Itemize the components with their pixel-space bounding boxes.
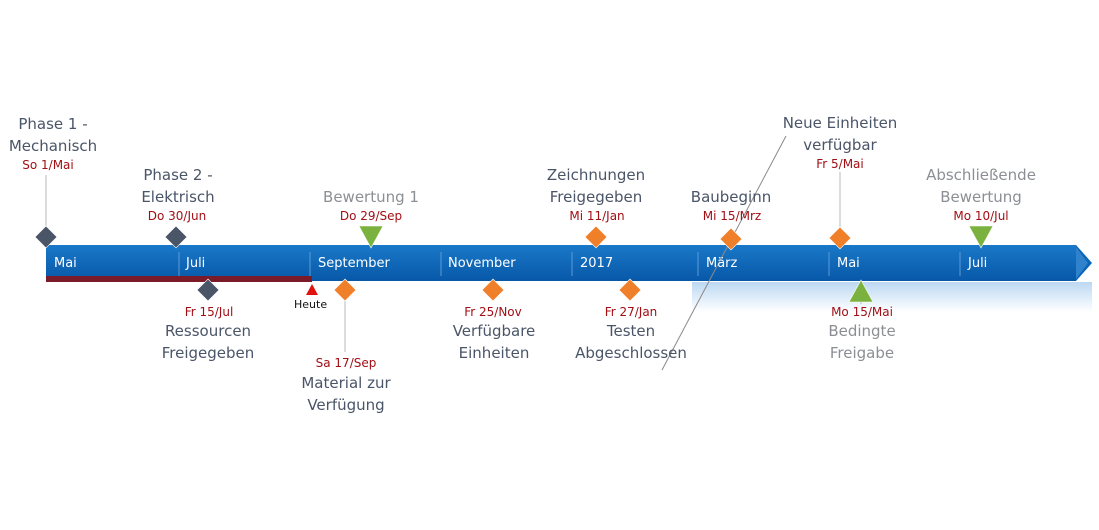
milestone-date-testen: Fr 27/Jan (604, 305, 658, 319)
milestone-marker-bewertung1-icon (358, 225, 384, 249)
milestone-title-abschliessende: Abschließende Bewertung (926, 166, 1036, 206)
milestone-marker-einheiten-icon (481, 278, 505, 302)
milestone-title-einheiten: Verfügbare Einheiten (452, 322, 536, 362)
milestone-date-baubeginn: Mi 15/Mrz (702, 209, 762, 223)
month-label-maerz: März (706, 256, 738, 271)
milestone-title-baubeginn: Baubeginn (690, 188, 772, 206)
milestone-title-material: Material zur Verfügung (301, 374, 391, 414)
milestone-marker-material-icon (333, 278, 357, 302)
month-separators (178, 252, 961, 276)
milestone-marker-testen-icon (618, 278, 642, 302)
milestone-date-bewertung1: Do 29/Sep (339, 209, 403, 223)
milestone-marker-abschliessende-icon (968, 225, 994, 249)
milestone-date-neue: Fr 5/Mai (816, 157, 864, 171)
milestone-title-testen: Testen Abgeschlossen (575, 322, 687, 362)
milestone-marker-phase1-icon (34, 225, 58, 249)
future-shade (692, 282, 1092, 312)
milestone-date-phase2: Do 30/Jun (147, 209, 207, 223)
milestone-markers (34, 225, 994, 303)
progress-bar (46, 276, 312, 282)
milestone-title-phase2: Phase 2 - Elektrisch (141, 166, 215, 206)
month-label-mai: Mai (54, 256, 77, 271)
month-label-juli: Juli (186, 256, 206, 271)
milestone-marker-bedingte-icon (848, 279, 874, 303)
milestone-date-bedingte: Mo 15/Mai (831, 305, 893, 319)
milestone-marker-zeichnungen-icon (584, 225, 608, 249)
milestone-date-zeichnungen: Mi 11/Jan (569, 209, 625, 223)
milestone-date-einheiten: Fr 25/Nov (464, 305, 522, 319)
today-label: Heute (294, 298, 328, 311)
milestone-date-phase1: So 1/Mai (22, 158, 74, 172)
milestone-title-bedingte: Bedingte Freigabe (828, 322, 896, 362)
milestone-marker-ressourcen-icon (196, 278, 220, 302)
milestone-title-ressourcen: Ressourcen Freigegeben (161, 322, 255, 362)
milestone-marker-phase2-icon (164, 225, 188, 249)
month-label-september: September (318, 256, 390, 271)
milestone-title-zeichnungen: Zeichnungen Freigegeben (546, 166, 646, 206)
milestone-title-bewertung1: Bewertung 1 (323, 188, 419, 206)
today-marker-icon (306, 284, 318, 295)
timeline-bar-end-highlight (1076, 247, 1088, 279)
month-label-november: November (448, 256, 516, 271)
month-label-mai-2: Mai (837, 256, 860, 271)
month-label-2017: 2017 (580, 256, 614, 271)
milestone-title-phase1: Phase 1 - Mechanisch (8, 115, 98, 155)
milestone-date-abschliessende: Mo 10/Jul (953, 209, 1009, 223)
milestone-date-material: Sa 17/Sep (315, 356, 377, 370)
milestone-marker-neue-icon (828, 226, 852, 250)
milestone-title-neue: Neue Einheiten verfügbar (782, 114, 898, 154)
neue-einheiten-connector (661, 135, 787, 371)
milestone-date-ressourcen: Fr 15/Jul (184, 305, 234, 319)
milestone-marker-baubeginn-icon (719, 227, 743, 251)
timeline-bar (46, 245, 1076, 281)
month-label-juli-2: Juli (968, 256, 988, 271)
